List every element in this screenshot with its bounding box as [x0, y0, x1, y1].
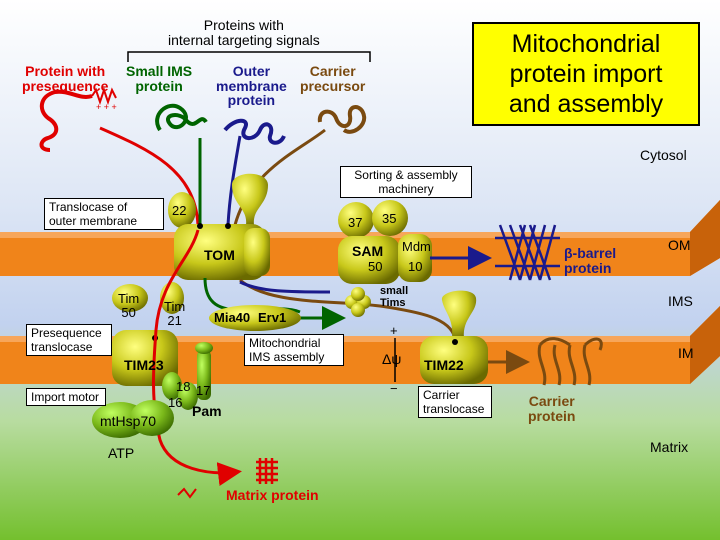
pam17-label: 17	[196, 383, 211, 398]
plus-label: +	[390, 323, 398, 338]
carrier-translocase-callout: Carrier translocase	[418, 386, 492, 418]
om-label: OM	[668, 237, 691, 253]
pam-motor	[92, 342, 213, 438]
atp-label: ATP	[108, 445, 135, 461]
outer-membrane-protein-squiggle	[223, 118, 286, 145]
beta-barrel-shape	[495, 224, 560, 281]
pam16-label: 16	[168, 395, 183, 410]
matrix-label: Matrix	[650, 439, 689, 455]
om-to-sam-path	[239, 280, 331, 294]
delta-psi-label: Δψ	[382, 351, 402, 367]
small-tims-label: small Tims	[380, 285, 409, 309]
sam35-label: 35	[382, 211, 397, 226]
tim22-label: TIM22	[424, 357, 464, 373]
im-label: IM	[678, 345, 694, 361]
presequence-label: Protein with presequence	[22, 63, 109, 94]
title: Mitochondrial protein import and assembl…	[508, 30, 664, 118]
carrier-precursor-squiggle	[317, 105, 367, 134]
tim23-label: TIM23	[124, 357, 164, 373]
cytosol-label: Cytosol	[640, 147, 687, 163]
tom22-label: 22	[172, 203, 187, 218]
cleaved-presequence	[177, 487, 197, 499]
carrier-protein-shape	[537, 337, 603, 386]
carrier-ims-path	[239, 278, 457, 339]
mdm-label: Mdm	[402, 239, 431, 254]
ims-label: IMS	[668, 293, 693, 309]
title-box: Mitochondrial protein import and assembl…	[472, 22, 700, 126]
sam-label: SAM	[352, 243, 384, 259]
outer-membrane-label: Outer membrane protein	[216, 63, 287, 109]
sam-complex	[338, 200, 432, 284]
pam18-label: 18	[176, 379, 191, 394]
tim22-complex	[420, 290, 488, 384]
tom-complex	[168, 173, 270, 280]
sam-callout: Sorting & assembly machinery	[340, 166, 472, 198]
erv1-label: Erv1	[258, 310, 287, 325]
tim50-label: Tim 50	[118, 291, 140, 320]
minus-label: −	[390, 381, 398, 396]
mdm10-label: 10	[408, 259, 423, 274]
inner-membrane	[0, 306, 720, 384]
tom-callout: Translocase of outer membrane	[44, 198, 164, 230]
tim23-complex	[112, 282, 184, 386]
carrier-protein-label: Carrier protein	[528, 393, 576, 424]
pam-label: Pam	[192, 403, 222, 419]
mia-callout: Mitochondrial IMS assembly	[244, 334, 344, 366]
sam37-label: 37	[348, 215, 363, 230]
matrix-protein-label: Matrix protein	[226, 487, 319, 503]
beta-barrel-label: β-barrel protein	[564, 245, 617, 276]
small-tims	[345, 287, 371, 317]
sam50-label: 50	[368, 259, 383, 274]
import-motor-callout: Import motor	[26, 388, 106, 406]
tom-label: TOM	[204, 247, 235, 263]
presequence-path-matrix	[152, 229, 242, 486]
presequence-translocase-callout: Presequence translocase	[26, 324, 112, 356]
mia40-erv1-complex	[209, 305, 301, 331]
carrier-precursor-label: Carrier precursor	[300, 63, 366, 94]
tim21-label: Tim 21	[164, 299, 186, 328]
outer-membrane-path	[226, 135, 242, 226]
small-ims-protein-squiggle	[155, 103, 208, 132]
internal-signals-bracket	[127, 51, 371, 62]
mia40-label: Mia40	[214, 310, 251, 325]
presequence-helix	[91, 86, 117, 106]
internal-signals-label: Proteins with internal targeting signals	[168, 17, 320, 48]
presequence-protein-squiggle	[39, 89, 93, 152]
mthsp70-label: mtHsp70	[100, 413, 157, 429]
matrix-protein-shape	[256, 458, 278, 484]
presequence-charges: + + +	[96, 102, 117, 112]
small-ims-label: Small IMS protein	[126, 63, 193, 94]
